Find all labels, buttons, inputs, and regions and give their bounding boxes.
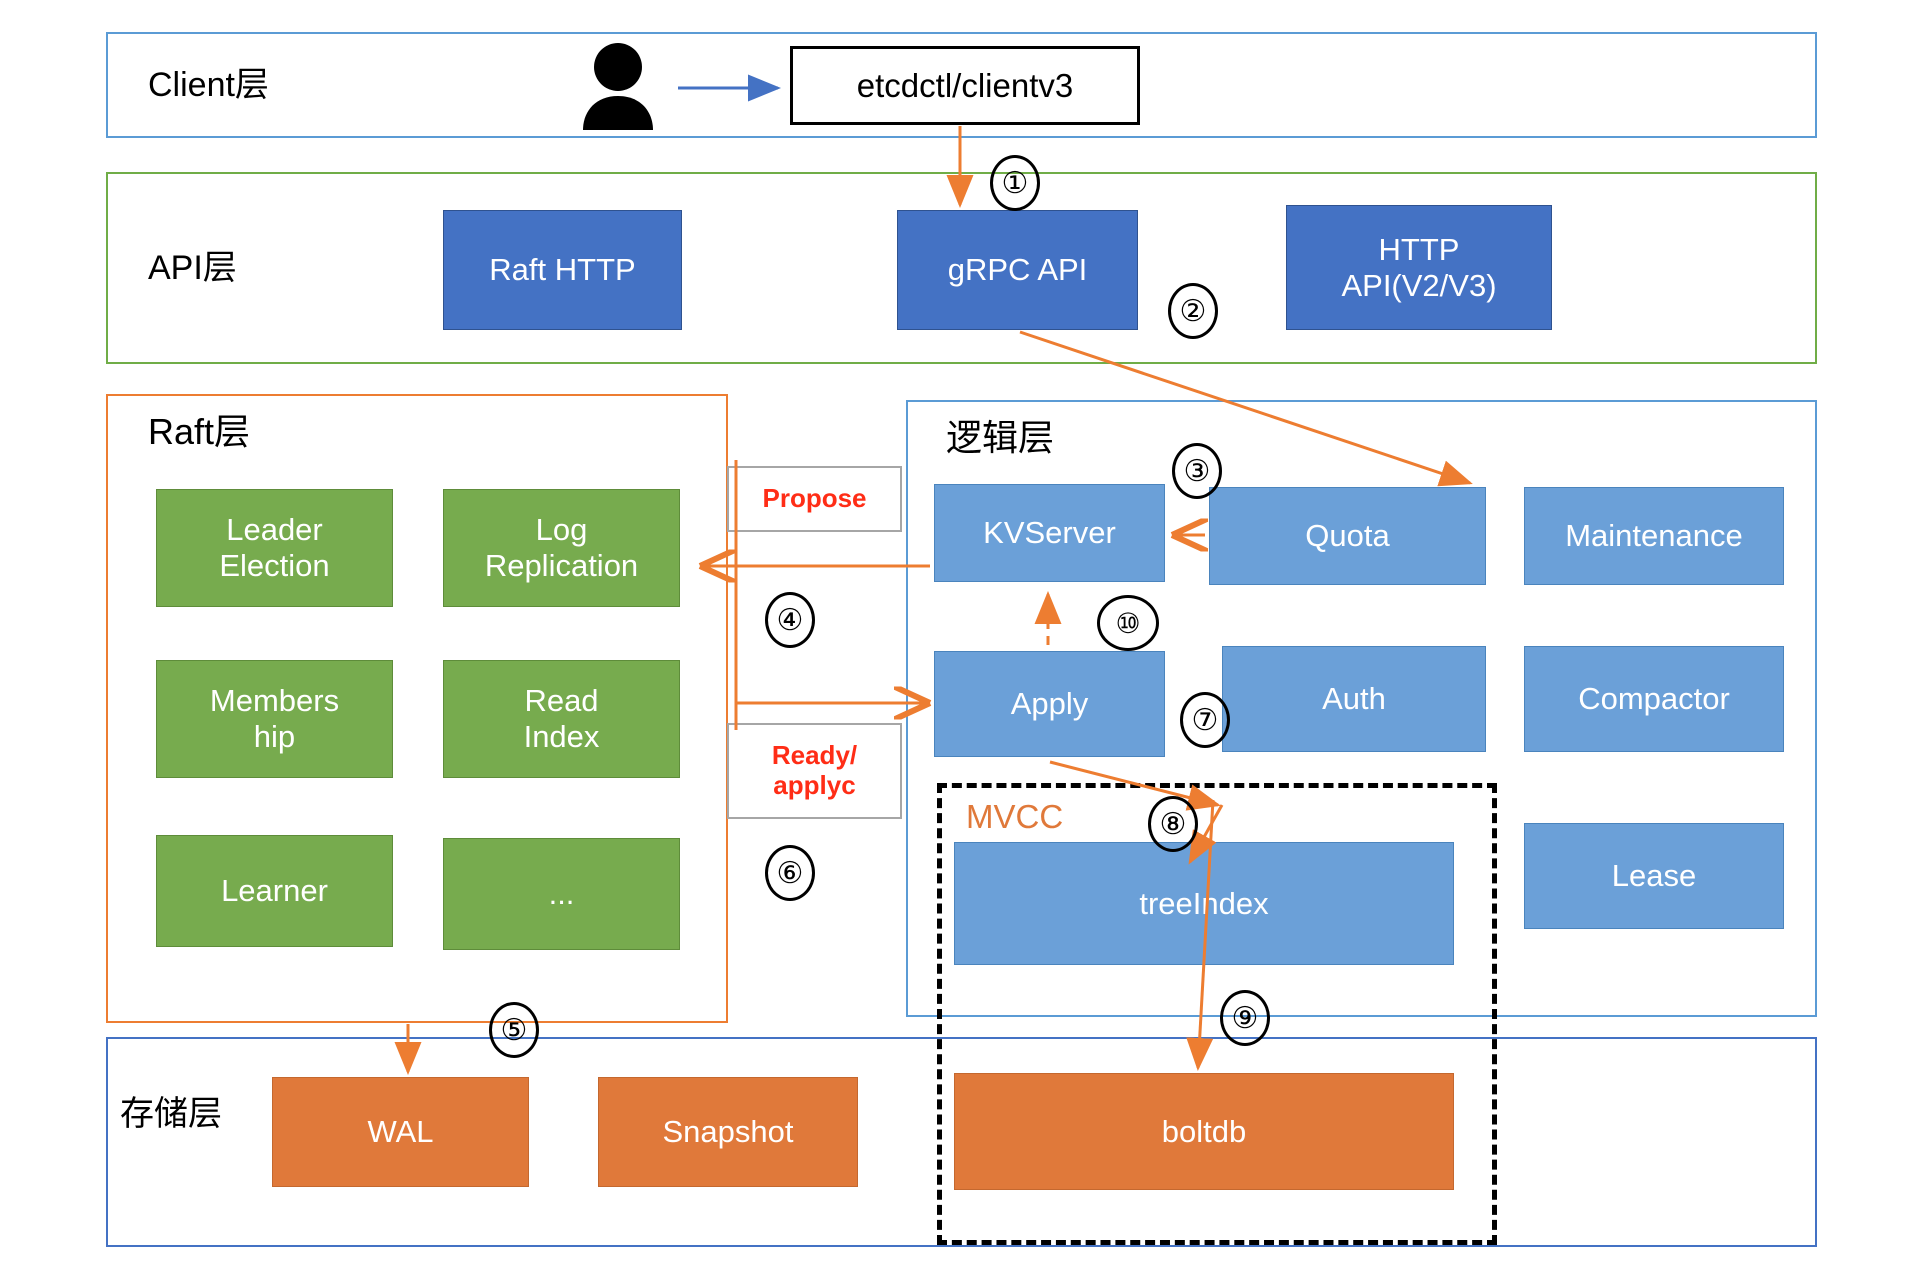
logic-node-lease[interactable]: Lease bbox=[1524, 823, 1784, 929]
logic-node-quota[interactable]: Quota bbox=[1209, 487, 1486, 585]
callout-ready-applyc: Ready/ applyc bbox=[727, 723, 902, 819]
storage-node-boltdb[interactable]: boltdb bbox=[954, 1073, 1454, 1190]
etcdctl-client-box[interactable]: etcdctl/clientv3 bbox=[790, 46, 1140, 125]
api-node-raft-http[interactable]: Raft HTTP bbox=[443, 210, 682, 330]
step-marker-5: ⑤ bbox=[489, 1002, 539, 1058]
storage-node-snapshot[interactable]: Snapshot bbox=[598, 1077, 858, 1187]
raft-node-read-index[interactable]: Read Index bbox=[443, 660, 680, 778]
client-layer-label: Client层 bbox=[148, 66, 269, 104]
mvcc-node-treeindex[interactable]: treeIndex bbox=[954, 842, 1454, 965]
logic-node-auth[interactable]: Auth bbox=[1222, 646, 1486, 752]
step-marker-10: ⑩ bbox=[1097, 595, 1159, 651]
storage-layer-label: 存储层 bbox=[120, 1095, 222, 1133]
api-node-http-api[interactable]: HTTP API(V2/V3) bbox=[1286, 205, 1552, 330]
logic-layer-label: 逻辑层 bbox=[946, 417, 1055, 458]
raft-node-leader-election[interactable]: Leader Election bbox=[156, 489, 393, 607]
raft-node-log-replication[interactable]: Log Replication bbox=[443, 489, 680, 607]
step-marker-7: ⑦ bbox=[1180, 692, 1230, 748]
step-marker-8: ⑧ bbox=[1148, 796, 1198, 852]
step-marker-3: ③ bbox=[1172, 443, 1222, 499]
logic-node-maintenance[interactable]: Maintenance bbox=[1524, 487, 1784, 585]
callout-propose: Propose bbox=[727, 466, 902, 532]
raft-node-more[interactable]: ... bbox=[443, 838, 680, 950]
raft-node-learner[interactable]: Learner bbox=[156, 835, 393, 947]
api-node-grpc-api[interactable]: gRPC API bbox=[897, 210, 1138, 330]
mvcc-label: MVCC bbox=[966, 798, 1064, 835]
step-marker-9: ⑨ bbox=[1220, 990, 1270, 1046]
user-icon bbox=[573, 40, 663, 130]
logic-node-compactor[interactable]: Compactor bbox=[1524, 646, 1784, 752]
step-marker-6: ⑥ bbox=[765, 845, 815, 901]
logic-node-apply[interactable]: Apply bbox=[934, 651, 1165, 757]
step-marker-4: ④ bbox=[765, 592, 815, 648]
api-layer-label: API层 bbox=[148, 249, 237, 287]
step-marker-1: ① bbox=[990, 155, 1040, 211]
raft-node-membership[interactable]: Members hip bbox=[156, 660, 393, 778]
storage-node-wal[interactable]: WAL bbox=[272, 1077, 529, 1187]
step-marker-2: ② bbox=[1168, 283, 1218, 339]
logic-node-kvserver[interactable]: KVServer bbox=[934, 484, 1165, 582]
raft-layer-label: Raft层 bbox=[148, 411, 251, 452]
